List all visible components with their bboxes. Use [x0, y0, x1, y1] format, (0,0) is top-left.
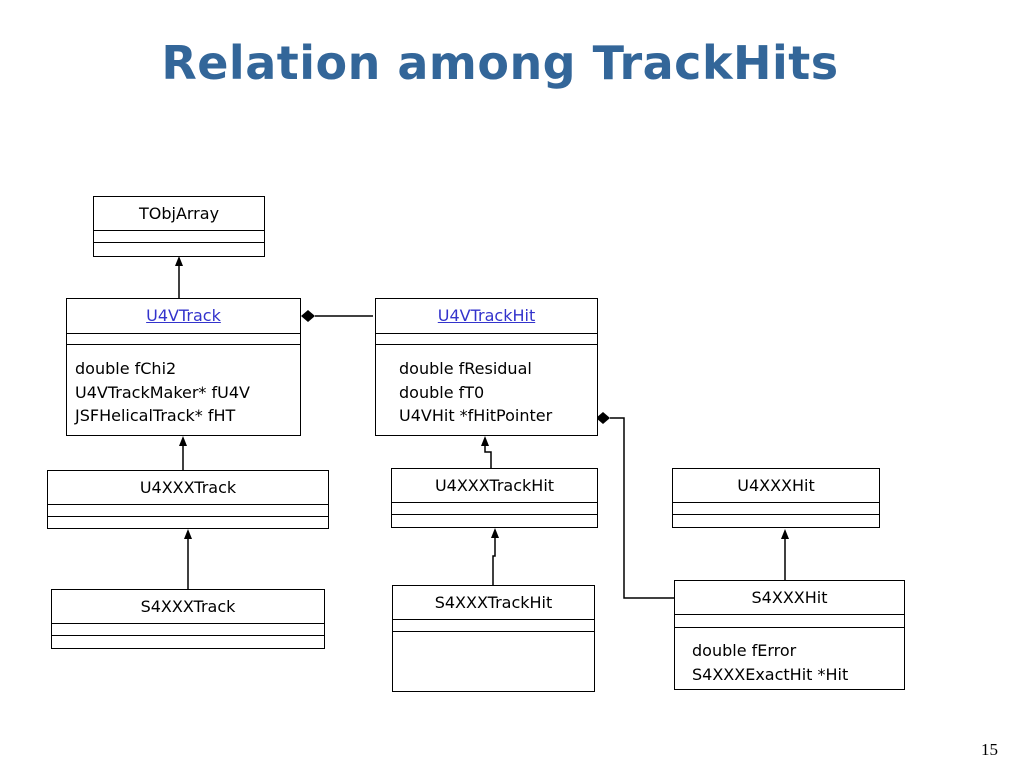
attribute: JSFHelicalTrack* fHT — [75, 406, 236, 425]
class-u4vtrackhit[interactable]: U4VTrackHit double fResidual double fT0 … — [375, 298, 598, 436]
class-u4vtrack[interactable]: U4VTrack double fChi2 U4VTrackMaker* fU4… — [66, 298, 301, 436]
slide-title: Relation among TrackHits — [161, 36, 839, 90]
class-name: S4XXXTrack — [140, 597, 236, 616]
aggregation-track-trackhit — [301, 310, 373, 322]
divider — [376, 344, 597, 345]
class-name: U4XXXTrackHit — [434, 476, 555, 495]
class-s4xxxhit[interactable]: S4XXXHit double fError S4XXXExactHit *Hi… — [674, 580, 905, 690]
divider — [393, 619, 594, 620]
divider — [392, 514, 597, 515]
page-number: 15 — [981, 740, 998, 759]
inherit-u4xxxtrack-u4vtrack — [179, 436, 187, 470]
attribute: double fResidual — [399, 359, 532, 378]
divider — [393, 631, 594, 632]
attribute: double fError — [692, 641, 797, 660]
class-name: TObjArray — [138, 204, 220, 223]
class-u4xxxtrackhit[interactable]: U4XXXTrackHit — [391, 468, 598, 528]
aggregation-trackhit-s4xxxhit — [596, 412, 674, 599]
class-tobjarray[interactable]: TObjArray — [93, 196, 265, 257]
attribute: U4VHit *fHitPointer — [399, 406, 553, 425]
class-name: U4XXXHit — [737, 476, 815, 495]
divider — [94, 230, 264, 231]
divider — [376, 333, 597, 334]
class-s4xxxtrackhit[interactable]: S4XXXTrackHit — [392, 585, 595, 692]
divider — [392, 502, 597, 503]
divider — [67, 344, 300, 345]
divider — [94, 242, 264, 243]
divider — [48, 504, 328, 505]
attribute-list: double fResidual double fT0 U4VHit *fHit… — [399, 357, 552, 428]
class-name-link[interactable]: U4VTrackHit — [437, 306, 536, 325]
attribute: double fT0 — [399, 382, 485, 402]
inherit-u4vtrack-tobjarray — [175, 256, 183, 298]
inherit-s4xxxhit-u4xxxhit — [781, 529, 789, 580]
class-name: U4XXXTrack — [139, 478, 237, 497]
class-name: S4XXXTrackHit — [434, 593, 553, 612]
class-s4xxxtrack[interactable]: S4XXXTrack — [51, 589, 325, 649]
divider — [675, 627, 904, 628]
inherit-s4xxxtrackhit-u4xxxtrackhit — [491, 528, 499, 585]
attribute: U4VTrackMaker* fU4V — [75, 382, 250, 402]
divider — [675, 614, 904, 615]
divider — [67, 333, 300, 334]
class-u4xxxtrack[interactable]: U4XXXTrack — [47, 470, 329, 529]
attribute: double fChi2 — [75, 359, 177, 378]
divider — [52, 635, 324, 636]
attribute-list: double fError S4XXXExactHit *Hit — [692, 639, 848, 686]
divider — [673, 514, 879, 515]
class-name: S4XXXHit — [751, 588, 828, 607]
attribute: S4XXXExactHit *Hit — [692, 664, 849, 684]
divider — [52, 623, 324, 624]
inherit-u4xxxtrackhit-u4vtrackhit — [481, 436, 492, 468]
class-u4xxxhit[interactable]: U4XXXHit — [672, 468, 880, 528]
divider — [673, 502, 879, 503]
class-name-link[interactable]: U4VTrack — [146, 306, 221, 325]
divider — [48, 516, 328, 517]
attribute-list: double fChi2 U4VTrackMaker* fU4V JSFHeli… — [75, 357, 250, 428]
inherit-s4xxxtrack-u4xxxtrack — [184, 529, 192, 589]
